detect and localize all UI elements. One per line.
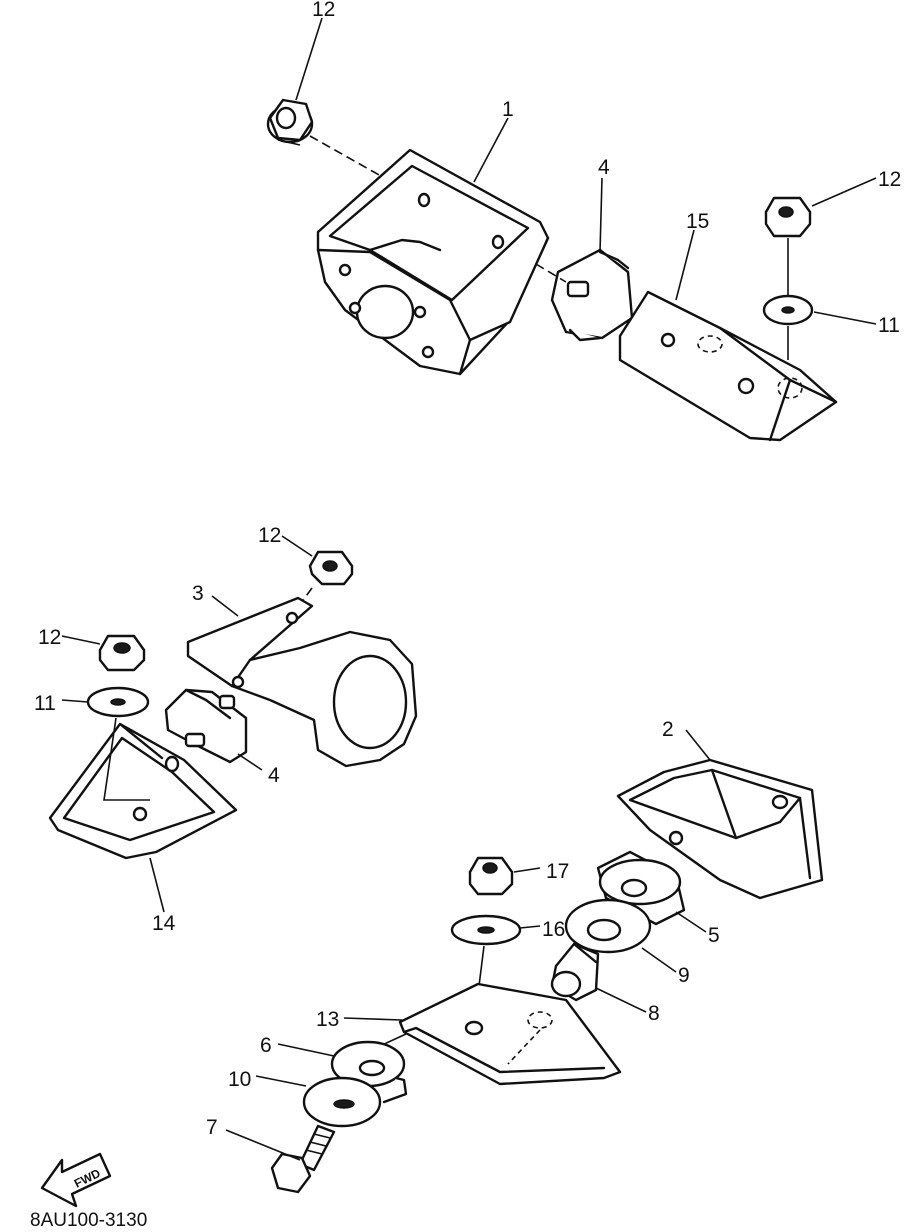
leader-8: [595, 987, 647, 1013]
callout-4-top: 4: [598, 156, 610, 179]
leader-12-top-left: [295, 17, 323, 101]
callout-12-mid-left: 12: [38, 626, 61, 649]
leader-11-top: [813, 311, 877, 325]
callout-11-mid: 11: [34, 692, 56, 715]
callout-1: 1: [502, 98, 514, 121]
leader-5: [675, 911, 707, 933]
part-2-bracket-box: [616, 758, 824, 900]
part-9-washer: [564, 898, 652, 954]
callout-10: 10: [228, 1068, 251, 1091]
callout-11-top: 11: [878, 314, 900, 337]
leader-3: [211, 595, 239, 617]
part-4-rubber-mount-mid: [164, 688, 248, 764]
callout-3: 3: [192, 582, 204, 605]
leader-13: [343, 1017, 403, 1021]
callout-12-top-right: 12: [878, 168, 901, 191]
leader-2: [685, 729, 711, 761]
part-1-engine-bracket: [316, 148, 550, 376]
part-5-rubber-bushing: [596, 850, 686, 926]
leader-4-mid: [237, 753, 263, 771]
part-12-flange-nut-top-left: [266, 98, 314, 146]
part-16-washer: [450, 914, 522, 946]
part-11-washer-mid: [86, 686, 150, 718]
leader-11-mid: [61, 699, 89, 703]
leader-17: [513, 867, 541, 873]
fwd-arrow-icon: FWD: [40, 1152, 112, 1208]
callout-5: 5: [708, 924, 720, 947]
dash-line-bracket-to-mount: [535, 263, 567, 283]
part-6-rubber-washer: [330, 1040, 408, 1104]
part-11-washer-top: [762, 294, 814, 326]
leader-6: [277, 1043, 335, 1057]
part-12-flange-nut-top-right: [764, 196, 812, 238]
callout-7: 7: [206, 1116, 218, 1139]
leader-10: [255, 1075, 307, 1087]
leader-4-top: [599, 177, 603, 253]
callout-16: 16: [542, 918, 565, 941]
document-code: 8AU100-3130: [30, 1210, 147, 1231]
leader-1: [473, 117, 509, 183]
part-17-flange-nut: [468, 856, 514, 896]
part-7-bolt: [270, 1124, 336, 1194]
leader-7: [225, 1129, 301, 1161]
callout-2: 2: [662, 718, 674, 741]
part-12-flange-nut-mid-left: [98, 634, 146, 672]
callout-12-top-left: 12: [312, 0, 335, 21]
part-14-frame-bracket: [48, 717, 238, 860]
callout-15: 15: [686, 210, 709, 233]
part-13-frame-plate: [398, 982, 622, 1086]
leader-16: [519, 925, 541, 929]
callout-4-mid: 4: [268, 764, 280, 787]
callout-13: 13: [316, 1008, 339, 1031]
callout-14: 14: [152, 912, 176, 935]
leader-15: [675, 229, 695, 301]
callout-6: 6: [260, 1034, 272, 1057]
leader-12-mid: [281, 535, 313, 557]
leader-12-mid-left: [61, 635, 101, 645]
callout-17: 17: [546, 860, 569, 883]
part-4-rubber-mount-top: [550, 248, 634, 342]
leader-14: [149, 857, 165, 913]
callout-8: 8: [648, 1002, 660, 1025]
callout-9: 9: [678, 964, 690, 987]
leader-12-top-right: [811, 177, 877, 207]
part-3-bracket: [186, 596, 418, 768]
callout-12-mid: 12: [258, 524, 281, 547]
part-8-collar: [550, 942, 600, 1002]
part-12-flange-nut-mid: [308, 550, 354, 586]
leader-9: [641, 947, 677, 973]
part-10-washer: [302, 1076, 382, 1128]
part-15-frame-bracket: [618, 290, 838, 442]
